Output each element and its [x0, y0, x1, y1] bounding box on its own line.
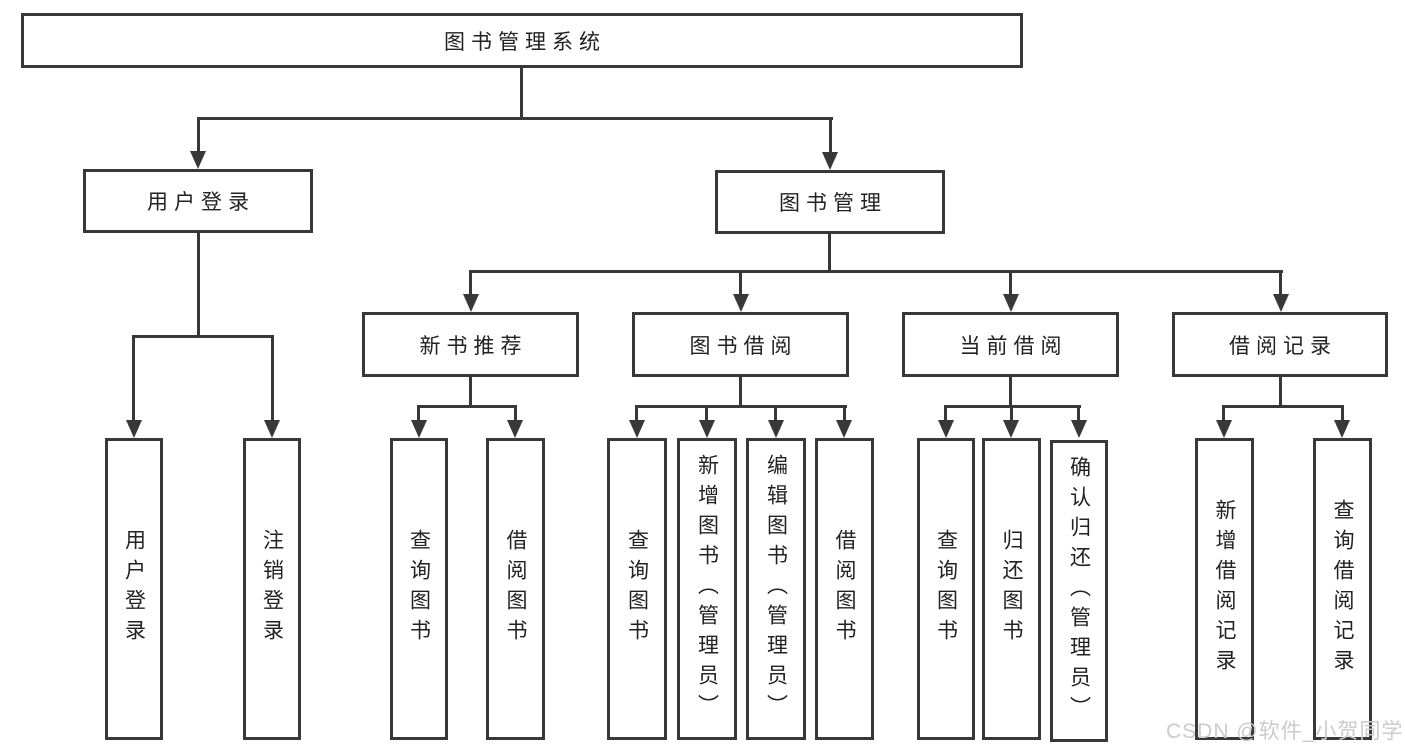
leaf-edit-book-admin: 编辑图书（管理员） — [746, 438, 806, 740]
arrowhead-d2 — [1003, 420, 1019, 438]
connector-drop-borrow-records — [1279, 270, 1282, 298]
connector-drop-d2 — [1010, 405, 1013, 423]
connector-drop-leaf-login — [132, 335, 135, 420]
connector-drop-e1 — [1222, 405, 1225, 423]
connector-drop-c1 — [635, 405, 638, 423]
connector-new-book-horizontal — [417, 405, 517, 408]
connector-drop-leaf-logout — [271, 335, 274, 420]
connector-borrow-records-horizontal — [1222, 405, 1344, 408]
connector-drop-book-mgmt — [829, 117, 832, 154]
arrowhead-book-borrow — [733, 294, 749, 312]
arrowhead-e2 — [1334, 420, 1350, 438]
watermark: CSDN @软件_小贺同学 — [1166, 720, 1404, 743]
connector-drop-c3 — [774, 405, 777, 423]
connector-book-borrow-stub — [739, 377, 742, 408]
node-user-login: 用户登录 — [83, 169, 313, 233]
connector-current-borrow-stub — [1009, 377, 1012, 408]
connector-l2-horizontal — [469, 270, 1283, 273]
arrowhead-e1 — [1216, 420, 1232, 438]
leaf-user-login: 用户登录 — [105, 438, 163, 740]
leaf-borrow-books-recommend: 借阅图书 — [486, 438, 545, 740]
arrowhead-d1 — [938, 420, 954, 438]
connector-borrow-records-stub — [1279, 377, 1282, 408]
arrowhead-c3 — [768, 420, 784, 438]
connector-drop-b1 — [417, 405, 420, 423]
leaf-confirm-return-admin: 确认归还（管理员） — [1050, 440, 1108, 742]
arrowhead-new-book — [463, 294, 479, 312]
arrowhead-book-mgmt — [822, 152, 838, 170]
leaf-add-book-admin: 新增图书（管理员） — [677, 438, 737, 740]
node-book-borrow: 图书借阅 — [632, 312, 849, 377]
leaf-return-book: 归还图书 — [982, 438, 1041, 740]
connector-book-borrow-horizontal — [635, 405, 847, 408]
arrowhead-b1 — [411, 420, 427, 438]
connector-user-login-stub — [197, 233, 200, 338]
connector-root-stub — [520, 66, 523, 120]
connector-drop-d3 — [1077, 405, 1080, 423]
arrowhead-current-borrow — [1003, 294, 1019, 312]
leaf-query-books-current: 查询图书 — [917, 438, 975, 740]
node-new-book-recommend: 新书推荐 — [362, 312, 579, 377]
arrowhead-c4 — [836, 420, 852, 438]
leaf-query-books-recommend: 查询图书 — [390, 438, 448, 740]
leaf-add-borrow-record: 新增借阅记录 — [1195, 438, 1254, 740]
connector-drop-c2 — [705, 405, 708, 423]
node-book-management: 图书管理 — [715, 170, 945, 234]
node-root: 图书管理系统 — [21, 13, 1023, 68]
connector-user-login-horizontal — [132, 335, 274, 338]
arrowhead-c2 — [699, 420, 715, 438]
arrowhead-c1 — [629, 420, 645, 438]
connector-new-book-stub — [469, 377, 472, 408]
arrowhead-borrow-records — [1273, 294, 1289, 312]
leaf-query-books-borrow: 查询图书 — [607, 438, 667, 740]
leaf-borrow-books: 借阅图书 — [815, 438, 874, 740]
connector-drop-e2 — [1341, 405, 1344, 423]
leaf-logout: 注销登录 — [243, 438, 301, 740]
connector-l1-horizontal — [197, 117, 833, 120]
connector-book-mgmt-stub — [828, 234, 831, 273]
connector-drop-d1 — [944, 405, 947, 423]
node-borrow-records: 借阅记录 — [1172, 312, 1388, 377]
arrowhead-leaf-logout — [264, 420, 280, 438]
connector-drop-current-borrow — [1009, 270, 1012, 298]
leaf-query-borrow-record: 查询借阅记录 — [1313, 438, 1372, 740]
arrowhead-user-login — [190, 151, 206, 169]
connector-drop-c4 — [843, 405, 846, 423]
arrowhead-d3 — [1071, 420, 1087, 438]
connector-drop-book-borrow — [739, 270, 742, 298]
arrowhead-leaf-login — [126, 420, 142, 438]
connector-drop-b2 — [514, 405, 517, 423]
connector-drop-user-login — [197, 117, 200, 153]
node-current-borrow: 当前借阅 — [902, 312, 1119, 377]
arrowhead-b2 — [507, 420, 523, 438]
connector-drop-new-book — [469, 270, 472, 298]
